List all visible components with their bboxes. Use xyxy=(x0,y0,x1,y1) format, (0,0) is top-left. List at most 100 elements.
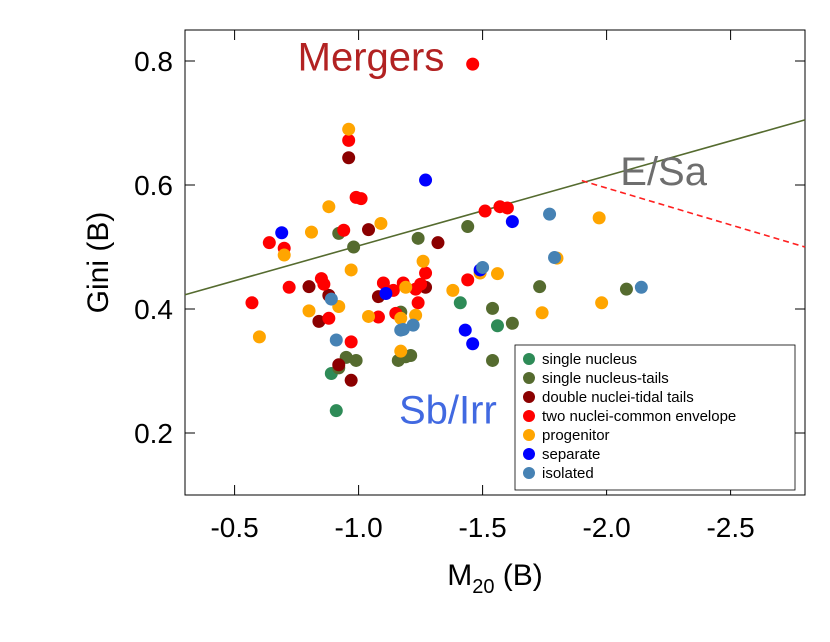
data-point xyxy=(595,296,609,310)
data-point xyxy=(394,344,408,358)
data-point xyxy=(411,231,425,245)
axes: -0.5-1.0-1.5-2.0-2.50.20.40.60.8 xyxy=(134,29,806,543)
data-point xyxy=(342,122,356,136)
legend-marker xyxy=(523,410,535,422)
data-point xyxy=(404,349,418,362)
y-tick-label: 0.6 xyxy=(134,170,173,201)
data-point xyxy=(275,226,289,240)
region-label: Mergers xyxy=(298,35,445,79)
legend-label: progenitor xyxy=(542,427,610,444)
data-point xyxy=(396,322,410,336)
legend-marker xyxy=(523,467,535,479)
data-point xyxy=(416,254,430,268)
data-point xyxy=(347,240,361,254)
data-point xyxy=(262,236,276,250)
y-tick-label: 0.8 xyxy=(134,46,173,77)
data-point xyxy=(409,308,423,322)
region-label: E/Sa xyxy=(620,150,707,194)
data-point xyxy=(543,207,557,221)
dashed-boundary-line xyxy=(581,179,806,248)
data-point xyxy=(302,280,316,294)
data-point xyxy=(344,335,358,349)
data-point xyxy=(344,263,358,277)
legend-label: two nuclei-common envelope xyxy=(542,408,736,425)
data-point xyxy=(332,358,346,372)
data-point xyxy=(329,333,343,347)
x-tick-label: -1.5 xyxy=(458,512,506,543)
legend-label: separate xyxy=(542,446,600,463)
legend-label: single nucleus-tails xyxy=(542,370,669,387)
x-tick-label: -2.5 xyxy=(706,512,754,543)
data-point xyxy=(349,353,363,367)
data-point xyxy=(478,204,492,218)
data-point xyxy=(374,216,388,230)
data-point xyxy=(406,318,420,332)
y-tick-label: 0.2 xyxy=(134,418,173,449)
data-point xyxy=(461,220,475,234)
data-point xyxy=(252,330,266,344)
data-point xyxy=(362,223,376,237)
data-point xyxy=(362,309,376,323)
x-tick-label: -1.0 xyxy=(334,512,382,543)
data-point xyxy=(342,151,356,165)
data-point xyxy=(535,306,549,320)
data-point xyxy=(411,296,425,310)
data-point xyxy=(533,280,547,294)
legend-box xyxy=(514,344,796,491)
data-point xyxy=(419,266,433,280)
data-point xyxy=(399,280,413,294)
data-point xyxy=(461,273,475,287)
data-point xyxy=(324,292,338,306)
legend-marker xyxy=(523,391,535,403)
data-point xyxy=(304,225,318,239)
legend-label: isolated xyxy=(542,465,594,482)
data-point xyxy=(322,200,336,214)
data-point xyxy=(458,323,472,337)
legend-marker xyxy=(523,372,535,384)
data-point xyxy=(317,277,331,291)
data-point xyxy=(379,287,393,300)
data-point xyxy=(302,304,316,318)
data-point xyxy=(476,260,490,274)
data-point xyxy=(409,282,423,296)
data-point xyxy=(486,353,500,367)
y-axis-label: Gini (B) xyxy=(82,212,115,314)
data-point xyxy=(505,215,519,229)
data-points xyxy=(245,57,648,418)
data-point xyxy=(548,251,562,265)
data-point xyxy=(453,296,467,310)
legend-label: double nuclei-tidal tails xyxy=(542,389,694,406)
data-point xyxy=(277,248,291,262)
data-point xyxy=(376,276,390,290)
legend-marker xyxy=(523,353,535,365)
x-axis-label: M20 (B) xyxy=(447,559,543,598)
data-point xyxy=(394,311,408,325)
legend-label: single nucleus xyxy=(542,351,637,368)
legend-marker xyxy=(523,448,535,460)
data-point xyxy=(349,190,363,204)
data-point xyxy=(466,337,480,351)
data-point xyxy=(493,200,507,214)
axis-labels: M20 (B) Gini (B) xyxy=(82,212,543,598)
legend: single nucleus single nucleus-tails double… xyxy=(514,344,796,491)
region-label: Sb/Irr xyxy=(399,389,497,433)
y-tick-label: 0.4 xyxy=(134,294,173,325)
data-point xyxy=(490,319,504,333)
data-point xyxy=(486,301,500,315)
plot-frame xyxy=(184,29,806,496)
data-point xyxy=(431,236,445,250)
data-point xyxy=(466,57,480,71)
data-point xyxy=(322,311,336,325)
x-tick-label: -0.5 xyxy=(210,512,258,543)
data-point xyxy=(371,310,385,324)
data-point xyxy=(312,314,326,328)
data-point xyxy=(619,282,633,296)
data-point xyxy=(337,223,351,237)
data-point xyxy=(490,267,504,281)
data-point xyxy=(344,373,358,387)
legend-marker xyxy=(523,429,535,441)
data-point xyxy=(592,211,606,225)
data-point xyxy=(245,296,259,310)
